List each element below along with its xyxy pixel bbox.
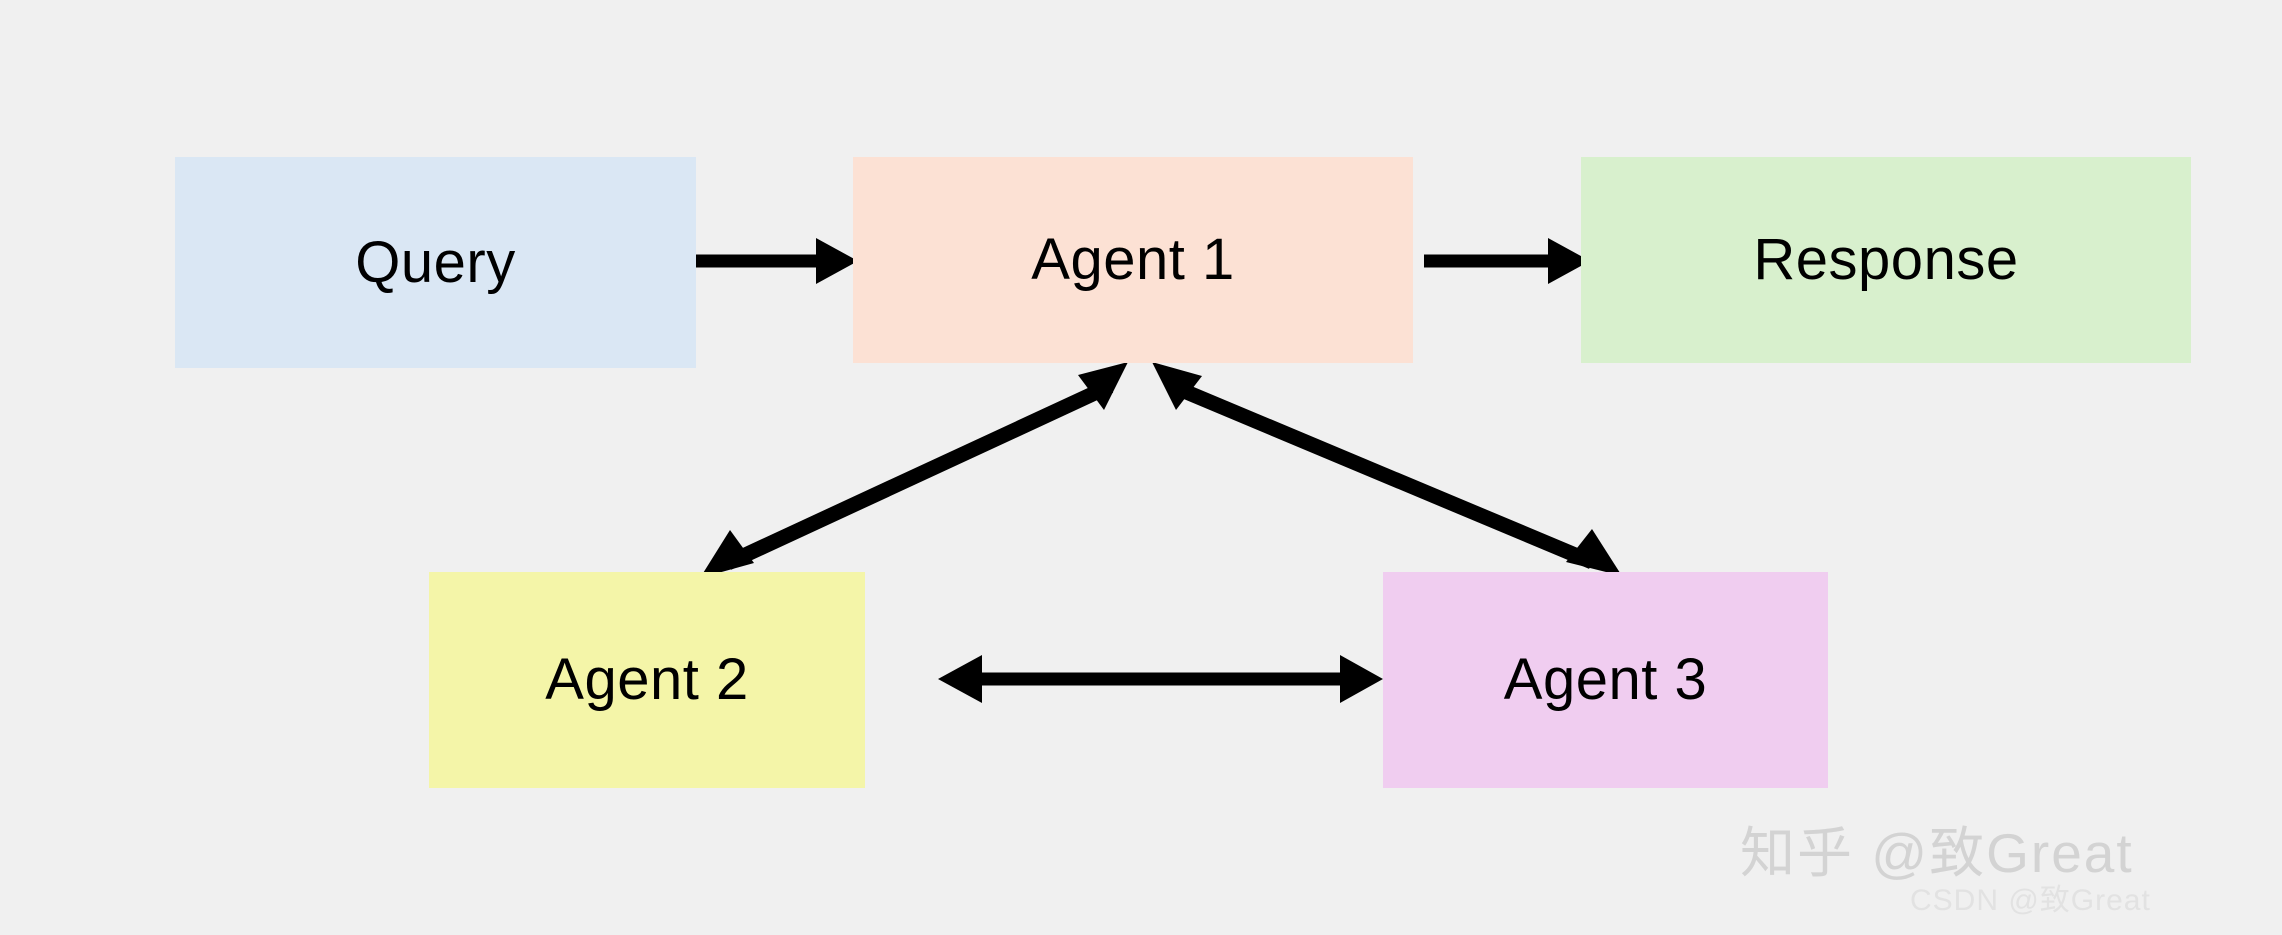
node-agent2-label: Agent 2 (545, 647, 749, 712)
edge-agent2-agent3 (938, 655, 1383, 703)
node-query[interactable]: Query (175, 157, 696, 368)
node-response-label: Response (1753, 227, 2019, 292)
edge-query-to-agent1 (694, 238, 858, 284)
edge-agent1-to-response (1424, 238, 1590, 284)
node-agent3[interactable]: Agent 3 (1383, 572, 1828, 788)
edge-agent1-agent2 (700, 362, 1128, 578)
node-agent1-label: Agent 1 (1031, 227, 1235, 292)
watermark-csdn: CSDN @致Great (1910, 884, 2151, 917)
edge-agent1-agent3 (1152, 362, 1622, 576)
node-agent2[interactable]: Agent 2 (429, 572, 865, 788)
node-agent1[interactable]: Agent 1 (853, 157, 1413, 363)
watermark-zhihu: 知乎 @致Great (1740, 822, 2134, 884)
node-query-label: Query (355, 229, 516, 295)
node-response[interactable]: Response (1581, 157, 2191, 363)
node-agent3-label: Agent 3 (1503, 647, 1708, 712)
